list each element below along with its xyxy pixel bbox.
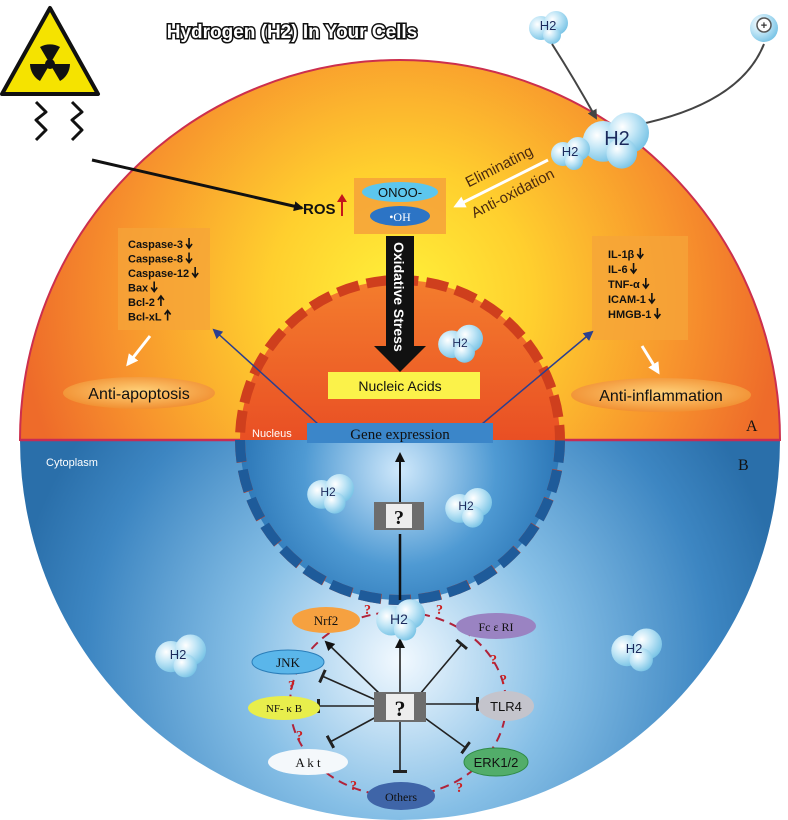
marker-label: ICAM-1 (608, 294, 646, 306)
down-arrow-icon (150, 281, 158, 293)
svg-text:NF- κ B: NF- κ B (266, 703, 302, 715)
pathway-jnk: JNK (251, 649, 325, 675)
oh-ellipse (370, 206, 430, 226)
anti-inflammation-pill (571, 378, 751, 412)
nucleic-acids-box (328, 372, 480, 399)
gene-expression-box (307, 423, 493, 443)
radiation-icon (0, 6, 100, 96)
svg-text:TLR4: TLR4 (490, 699, 522, 714)
radiation-to-ros-arrow (91, 158, 304, 212)
svg-text:A k t: A k t (295, 755, 321, 770)
pathway-akt: A k t (268, 749, 348, 775)
up-arrow-icon (163, 309, 172, 321)
ros-up-arrow (337, 194, 347, 216)
anti-apoptosis-label: Anti-apoptosis (88, 386, 189, 403)
pathway-fceri: Fc ε RI (456, 613, 536, 639)
h2-label-large: H2 (604, 128, 630, 150)
unknown-links: ? ? ? ? ? ? ? ? (288, 603, 507, 796)
pathway-tlr4: TLR4 (478, 691, 534, 721)
h2-label-small: H2 (562, 144, 579, 159)
onoo-ellipse (362, 182, 438, 202)
svg-text:Others: Others (385, 790, 417, 804)
svg-text:H2: H2 (452, 336, 468, 350)
svg-text:?: ? (364, 603, 371, 618)
marker-label: Caspase-8 (128, 254, 183, 266)
svg-text:H2: H2 (458, 499, 474, 513)
pathway-others: Others (367, 782, 435, 810)
oh-label: •OH (389, 210, 411, 224)
nucleic-acids-label: Nucleic Acids (358, 378, 441, 394)
svg-text:?: ? (456, 781, 463, 796)
svg-text:H2: H2 (540, 18, 557, 33)
nucleus-label: Nucleus (252, 428, 292, 440)
up-arrow-icon (157, 294, 165, 306)
svg-text:?: ? (500, 673, 507, 688)
down-arrow-icon (629, 263, 638, 275)
down-arrow-icon (653, 308, 662, 320)
inflammation-white-arrow (640, 345, 660, 375)
apoptosis-markers-box (118, 228, 210, 330)
svg-text:Nrf2: Nrf2 (314, 613, 339, 628)
svg-text:?: ? (350, 779, 357, 794)
oxidative-stress-arrow (374, 236, 426, 372)
down-arrow-icon (648, 293, 656, 305)
question-box-nucleus: ? (374, 502, 424, 530)
svg-text:?: ? (394, 507, 404, 529)
marker-label: Bax (128, 283, 149, 295)
marker-label: IL-1β (608, 249, 635, 261)
pathway-nfkb: NF- κ B (248, 696, 320, 720)
svg-text:Fc ε RI: Fc ε RI (478, 620, 513, 634)
down-arrow-icon (185, 238, 193, 250)
hub-connections (317, 638, 479, 773)
oxidative-stress-label: Oxidative Stress (391, 242, 407, 352)
svg-text:JNK: JNK (276, 655, 300, 670)
svg-text:+: + (761, 20, 767, 32)
marker-label: Bcl-2 (128, 297, 155, 309)
svg-text:?: ? (395, 696, 406, 721)
panel-a-label: A (746, 418, 758, 435)
marker-label: Caspase-3 (128, 239, 183, 251)
hydrogen-atom-icon: + (750, 14, 778, 42)
ros-label: ROS (303, 201, 336, 218)
marker-label: IL-6 (608, 264, 628, 276)
anti-apoptosis-pill (63, 377, 215, 409)
gene-expression-label: Gene expression (350, 427, 450, 443)
down-arrow-icon (191, 267, 199, 279)
h2-inflow-arrow-left (551, 43, 597, 120)
svg-text:H2: H2 (390, 611, 408, 627)
marker-label: Bcl-xL (128, 312, 162, 324)
cytoplasm-label: Cytoplasm (46, 457, 98, 469)
svg-text:?: ? (436, 603, 443, 618)
apoptosis-white-arrow (126, 335, 152, 367)
svg-text:H2: H2 (320, 485, 336, 499)
onoo-label: ONOO- (378, 185, 422, 200)
pathway-nrf2: Nrf2 (292, 607, 360, 633)
marker-label: HMGB-1 (608, 309, 651, 321)
svg-text:H2: H2 (170, 647, 187, 662)
apoptosis-markers-list: Caspase-3Caspase-8Caspase-12BaxBcl-2Bcl-… (128, 238, 199, 324)
h2-inflow-arrow-right (630, 43, 765, 130)
svg-text:?: ? (490, 653, 497, 668)
svg-text:ERK1/2: ERK1/2 (474, 755, 519, 770)
marker-label: Caspase-12 (128, 268, 189, 280)
pathway-erk: ERK1/2 (463, 747, 529, 777)
marker-label: TNF-α (608, 279, 640, 291)
gene-to-apoptosis-arrow (212, 328, 319, 425)
svg-text:?: ? (296, 729, 303, 744)
svg-text:H2: H2 (626, 641, 643, 656)
gene-to-inflammation-arrow (481, 330, 594, 425)
radiation-waves (34, 100, 84, 142)
down-arrow-icon (642, 278, 650, 290)
down-arrow-icon (636, 248, 644, 260)
panel-b-label: B (738, 457, 749, 474)
anti-inflammation-label: Anti-inflammation (599, 388, 723, 405)
h2-molecule-icon: H2 (529, 11, 568, 44)
elimination-arrow (453, 158, 549, 208)
question-box-center: ? (374, 692, 426, 722)
svg-text:?: ? (288, 679, 295, 694)
title: Hydrogen (H2) In Your Cells (167, 22, 418, 43)
down-arrow-icon (185, 252, 193, 264)
